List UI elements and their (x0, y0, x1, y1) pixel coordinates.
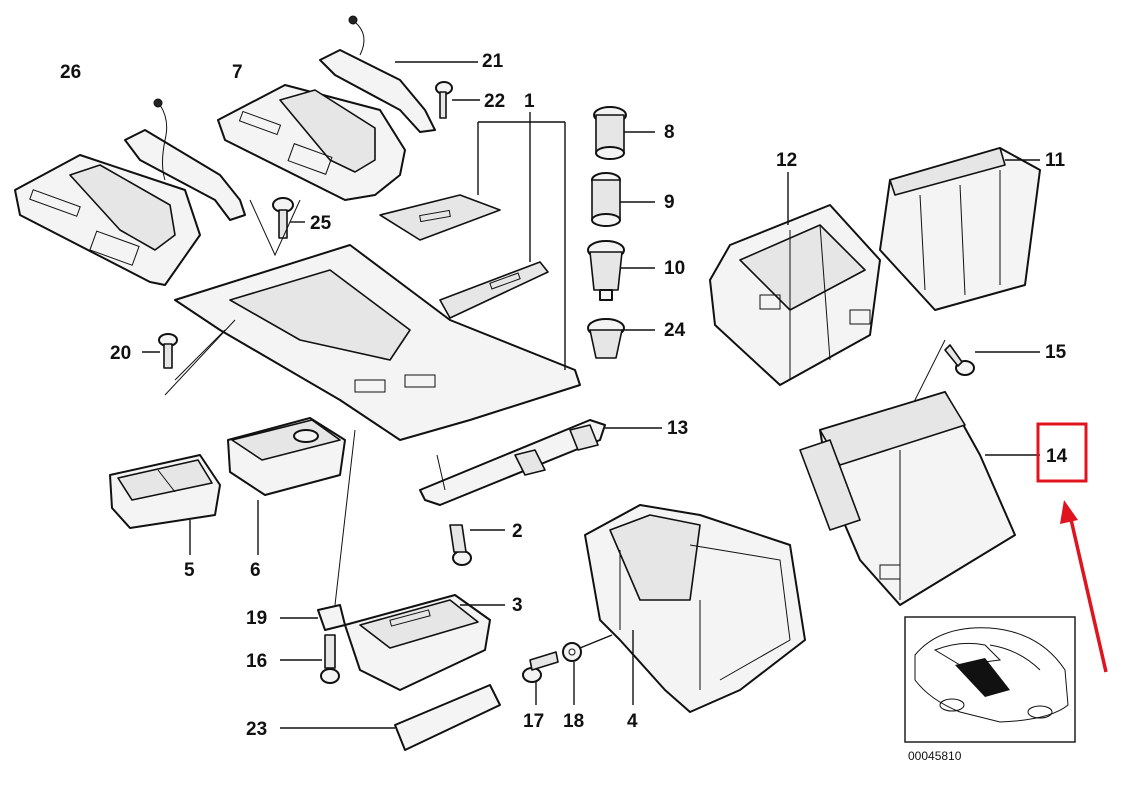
part-26-shift-bezel (14, 154, 201, 286)
callout-13: 13 (667, 418, 688, 439)
part-24-ring (587, 318, 625, 359)
callout-19: 19 (246, 608, 267, 629)
callout-9: 9 (664, 192, 675, 213)
part-16-screw (320, 634, 340, 684)
part-8-lighter (593, 106, 627, 160)
part-18-washer (562, 642, 582, 662)
callout-10: 10 (664, 258, 685, 279)
callout-26: 26 (60, 62, 81, 83)
part-6-tray-lid (227, 417, 346, 496)
part-10-lighter-housing (587, 240, 625, 301)
part-14-storage-box (799, 391, 1016, 606)
callout-15: 15 (1045, 342, 1067, 363)
part-13-bracket (419, 419, 606, 506)
red-arrow-icon (1060, 500, 1108, 673)
callout-2: 2 (512, 521, 523, 542)
callout-4: 4 (627, 711, 638, 732)
part-21-cable-bracket (319, 15, 436, 133)
callout-1: 1 (524, 91, 535, 112)
part-3-ashtray (344, 594, 491, 691)
callout-21: 21 (482, 51, 504, 72)
part-9-lighter-socket (591, 172, 621, 227)
callout-18: 18 (563, 711, 584, 732)
part-23-trim (394, 684, 501, 751)
callout-24: 24 (664, 320, 686, 341)
part-17-bolt (522, 651, 559, 683)
callout-23: 23 (246, 719, 267, 740)
callout-25: 25 (310, 213, 332, 234)
callout-20: 20 (110, 343, 131, 364)
callout-22: 22 (484, 91, 505, 112)
callout-5: 5 (184, 560, 195, 581)
highlight-box (1036, 422, 1088, 483)
diagram-number: 00045810 (908, 749, 962, 763)
callout-7: 7 (232, 62, 243, 83)
part-2-screw (449, 524, 472, 566)
part-7-shift-bezel (217, 84, 406, 201)
part-19-clip (317, 604, 346, 631)
callout-11: 11 (1045, 150, 1066, 171)
callout-17: 17 (523, 711, 544, 732)
part-25-screw (272, 197, 294, 239)
part-11-box (879, 147, 1041, 311)
callout-3: 3 (512, 595, 523, 616)
callout-8: 8 (664, 122, 675, 143)
part-4-frame (584, 504, 806, 713)
part-20-screw (158, 333, 178, 369)
callout-14: 14 (1046, 446, 1068, 467)
part-1-console (174, 194, 581, 441)
part-12-housing (709, 204, 881, 386)
car-location-thumbnail-icon (904, 616, 1076, 743)
part-cable-bracket-left (124, 98, 246, 221)
part-22-screw (435, 81, 453, 119)
callout-12: 12 (776, 150, 797, 171)
callout-6: 6 (250, 560, 261, 581)
part-15-screw (944, 344, 975, 376)
callout-16: 16 (246, 651, 267, 672)
part-5-tray (109, 454, 221, 529)
